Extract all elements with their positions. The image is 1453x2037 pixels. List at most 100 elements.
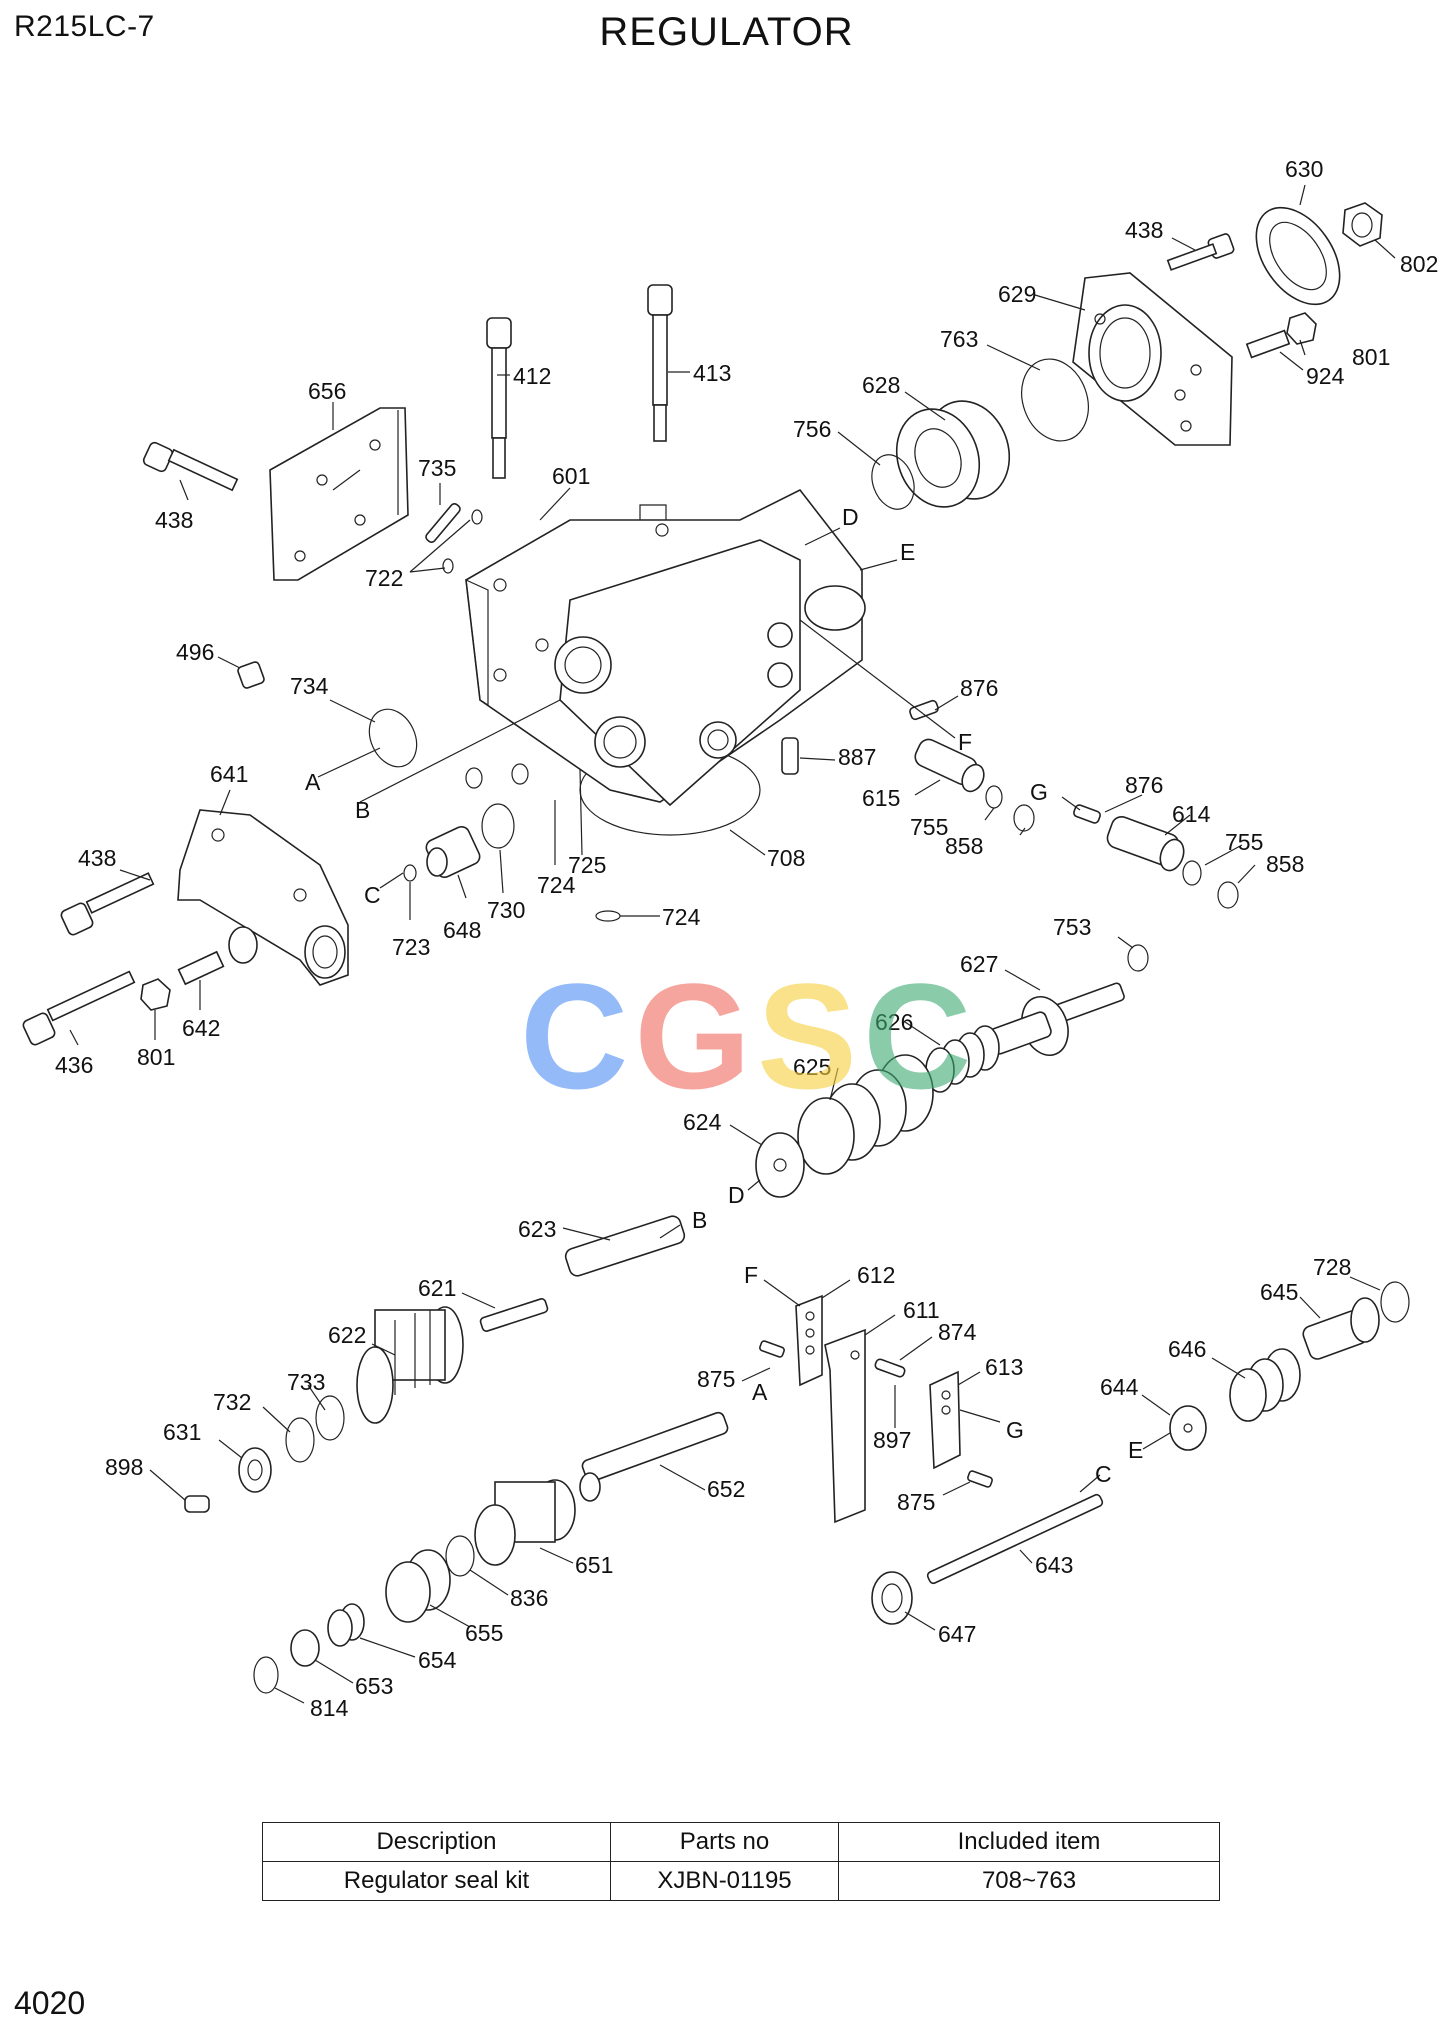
callout: F	[744, 1262, 758, 1288]
callout: 647	[938, 1621, 976, 1647]
ring-836	[445, 1535, 475, 1577]
callout: 496	[176, 639, 214, 665]
callout: 652	[707, 1476, 745, 1502]
sleeve-622	[356, 1306, 464, 1424]
callout: C	[364, 882, 381, 908]
spring-625	[797, 1054, 934, 1175]
pin-875-lower	[967, 1470, 993, 1488]
callout: 651	[575, 1552, 613, 1578]
callout: 601	[552, 463, 590, 489]
callout: 613	[985, 1354, 1023, 1380]
callout: 734	[290, 673, 329, 699]
callout: B	[692, 1207, 707, 1233]
callout: G	[1006, 1417, 1024, 1443]
watermark-letter: C	[863, 952, 978, 1120]
sleeve-615	[914, 738, 985, 793]
plug-496	[237, 661, 265, 689]
piston-623	[564, 1215, 686, 1277]
plug-631	[238, 1447, 272, 1493]
callout: 656	[308, 378, 346, 404]
spring-626	[925, 1025, 1000, 1093]
bolt-436	[22, 970, 136, 1046]
callout: 755	[1225, 829, 1263, 855]
body-601	[465, 488, 866, 836]
callout: 627	[960, 951, 998, 977]
callout: A	[752, 1379, 768, 1405]
callout: 648	[443, 917, 481, 943]
callout: 898	[105, 1454, 143, 1480]
pin-876-upper	[909, 699, 939, 721]
pin-875-upper	[759, 1340, 785, 1358]
callout: 614	[1172, 801, 1211, 827]
callout: 732	[213, 1389, 251, 1415]
oring-756	[871, 454, 915, 510]
bolt-438-left	[142, 441, 239, 492]
callout: 875	[697, 1366, 735, 1392]
oring-763	[1021, 358, 1089, 442]
callout: D	[842, 504, 859, 530]
callout: 722	[365, 565, 403, 591]
callout: 631	[163, 1419, 201, 1445]
callout: 643	[1035, 1552, 1073, 1578]
callout: 438	[1125, 217, 1163, 243]
callout: 924	[1306, 363, 1345, 389]
callout: 621	[418, 1275, 456, 1301]
callout: 876	[1125, 772, 1163, 798]
callout: 624	[683, 1109, 722, 1135]
callout: 723	[392, 934, 430, 960]
lever-612	[795, 1294, 823, 1387]
callout: 875	[897, 1489, 935, 1515]
callout: 802	[1400, 251, 1438, 277]
callout: 897	[873, 1427, 911, 1453]
seat-653	[290, 1629, 320, 1667]
ring-755-858-lower	[1182, 860, 1239, 909]
callout: 623	[518, 1216, 556, 1242]
table-header-row: Description Parts no Included item	[262, 1822, 1220, 1862]
pin-621	[479, 1298, 549, 1332]
callout: E	[1128, 1437, 1143, 1463]
column-header: Included item	[838, 1822, 1220, 1862]
callout: 645	[1260, 1279, 1298, 1305]
callout: 644	[1100, 1374, 1139, 1400]
callout: 436	[55, 1052, 93, 1078]
model-number: R215LC-7	[14, 10, 155, 43]
leader-lines	[69, 184, 1396, 1704]
screw-642	[177, 950, 225, 986]
callout: 876	[960, 675, 998, 701]
callout: 725	[568, 852, 606, 878]
spring-646	[1229, 1348, 1301, 1422]
sleeve-651	[474, 1479, 576, 1566]
nut-802	[1342, 202, 1383, 247]
callout: 612	[857, 1262, 895, 1288]
screw-924	[1245, 329, 1291, 359]
watermark-letter: G	[634, 952, 758, 1120]
orings-722	[442, 509, 483, 574]
cover-641	[177, 809, 349, 986]
callout: 642	[182, 1015, 220, 1041]
callout: 413	[693, 360, 731, 386]
callout: 763	[940, 326, 978, 352]
pin-887	[781, 737, 799, 775]
nut-801-lower	[140, 978, 171, 1011]
sleeve-628	[895, 400, 1011, 508]
callout: 412	[513, 363, 551, 389]
oring-753	[1127, 944, 1149, 972]
column-header: Parts no	[610, 1822, 839, 1862]
plug-645	[1302, 1297, 1380, 1360]
bolt-438-top	[1166, 233, 1235, 271]
callout: 735	[418, 455, 456, 481]
callout: 626	[875, 1009, 913, 1035]
callout: A	[305, 769, 321, 795]
lever-611	[824, 1328, 866, 1524]
callout-labels: 630 438 802 629 763 801 924 412 413 628 …	[55, 156, 1438, 1721]
callout: D	[728, 1182, 745, 1208]
callout: 622	[328, 1322, 366, 1348]
callout: 653	[355, 1673, 393, 1699]
callout: 654	[418, 1647, 457, 1673]
table-cell: Regulator seal kit	[262, 1861, 611, 1901]
callout: G	[1030, 779, 1048, 805]
callout: 629	[998, 281, 1036, 307]
cover-630	[1255, 206, 1341, 306]
callout: 724	[662, 904, 701, 930]
